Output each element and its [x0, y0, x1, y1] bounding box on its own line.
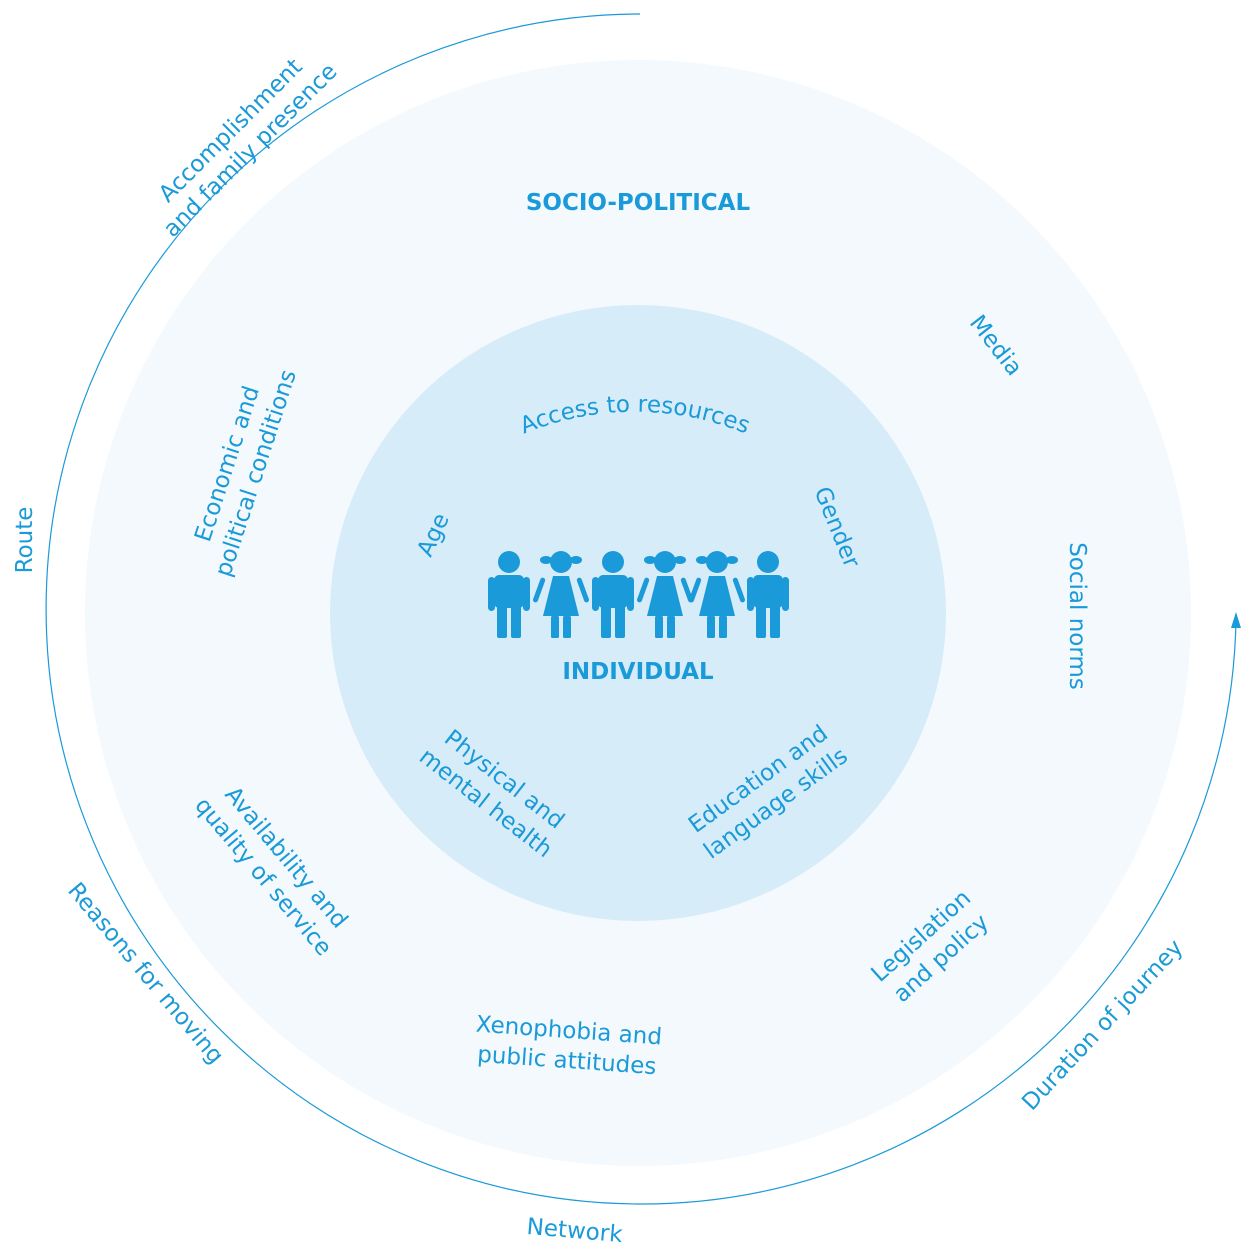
socio-political-title: SOCIO-POLITICAL — [526, 190, 751, 216]
children-group — [488, 551, 789, 638]
individual-circle — [330, 305, 946, 921]
boy-icon — [747, 551, 789, 638]
journey-arc — [45, 13, 1237, 1205]
girl-icon — [636, 551, 694, 638]
label-route: Route — [12, 507, 38, 574]
girl-icon — [688, 551, 746, 638]
label-social-norms: Social norms — [1064, 542, 1090, 690]
girl-icon — [532, 551, 590, 638]
individual-title: INDIVIDUAL — [562, 659, 714, 685]
label-network: Network — [526, 1214, 625, 1243]
boy-icon — [592, 551, 634, 638]
boy-icon — [488, 551, 530, 638]
arrow-head-icon — [1231, 612, 1241, 628]
